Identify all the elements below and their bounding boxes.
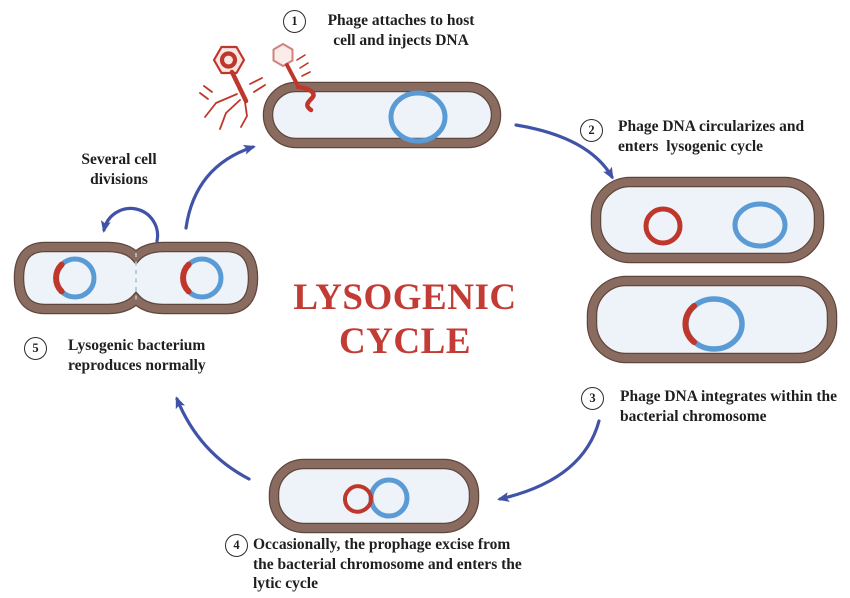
cell-divisions-line2: divisions	[90, 171, 148, 188]
step-3-text: Phage DNA integrates within the bacteria…	[620, 387, 850, 426]
cell-wall	[14, 243, 258, 313]
step-2-number-badge: 2	[580, 119, 603, 142]
cell-divisions-line1: Several cell	[81, 151, 157, 168]
phage-empty-head	[272, 43, 294, 67]
arrow-step5-to-step1	[184, 145, 256, 230]
cell-wall	[270, 460, 478, 532]
phage-leg	[240, 101, 248, 128]
step-4-line2: the bacterial chromosome and enters the	[253, 555, 522, 573]
step-2-text: Phage DNA circularizes and enters lysoge…	[618, 117, 850, 156]
step-5-line1: Lysogenic bacterium	[68, 337, 206, 354]
phage-dna-circle-icon	[643, 206, 683, 246]
attached-bacteriophage-icon	[272, 43, 316, 113]
step-5-number-badge: 5	[24, 337, 47, 360]
injected-dna-icon	[295, 84, 316, 113]
phage-fiber-marks	[296, 54, 311, 77]
step-3-number: 3	[589, 391, 596, 405]
phage-leg	[204, 93, 238, 118]
step-4-number-badge: 4	[225, 534, 248, 557]
step-2-line1: Phage DNA circularizes and	[618, 118, 805, 135]
title-line1: LYSOGENIC	[293, 277, 517, 318]
phage-fiber-marks	[199, 77, 266, 100]
cell-wall	[588, 277, 836, 362]
prophage-arc-icon	[682, 303, 697, 345]
prophage-arc-icon	[180, 261, 192, 295]
cell-wall-edge	[268, 458, 480, 534]
bacteriophage-icon	[199, 45, 266, 130]
phage-head	[212, 45, 246, 75]
step-3-number-badge: 3	[581, 387, 604, 410]
step-5-number: 5	[32, 341, 39, 355]
host-cell-step1	[262, 81, 502, 149]
prophage-arc-icon	[53, 261, 65, 295]
step-4-line1: Occasionally, the prophage excise from	[253, 536, 511, 553]
diagram-title: LYSOGENIC CYCLE	[270, 276, 540, 364]
phage-tail	[285, 63, 299, 86]
step-2-number: 2	[588, 123, 595, 137]
bacterial-chromosome-icon	[732, 201, 788, 249]
step-1-number-badge: 1	[283, 10, 306, 33]
phage-leg	[219, 99, 241, 130]
step-1-number: 1	[291, 14, 298, 28]
cell-wall-edge	[262, 81, 502, 149]
step-1-line1: Phage attaches to host	[327, 12, 475, 29]
dividing-cell-step5	[13, 241, 259, 315]
step-1-line2: cell and injects DNA	[333, 31, 469, 49]
step-1-text: Phage attaches to host cell and injects …	[316, 11, 486, 50]
arrow-step1-to-step2	[514, 123, 614, 180]
cell-wall	[592, 178, 823, 262]
host-cell-step3	[586, 275, 838, 364]
cell-divisions-annotation: Several cell divisions	[45, 150, 193, 190]
arrow-step3-to-step4	[497, 419, 601, 502]
title-line2: CYCLE	[338, 321, 472, 362]
phage-tail	[229, 69, 249, 104]
step-3-line2: bacterial chromosome	[620, 407, 767, 425]
step-3-line1: Phage DNA integrates within the	[620, 388, 837, 405]
arrow-cell-division-loop	[100, 206, 160, 243]
host-cell-step4	[268, 458, 480, 534]
cell-wall	[264, 83, 500, 147]
step-2-line2: enters lysogenic cycle	[618, 137, 764, 155]
step-4-number: 4	[233, 538, 240, 552]
excised-prophage-icon	[343, 484, 373, 514]
bacterial-chromosome-icon	[388, 90, 448, 144]
arrow-step4-to-step5	[175, 396, 251, 481]
step-4-line3: lytic cycle	[253, 575, 318, 592]
phage-dna-ring	[219, 51, 238, 69]
step-4-text: Occasionally, the prophage excise from t…	[253, 535, 583, 594]
step-5-text: Lysogenic bacterium reproduces normally	[68, 336, 268, 375]
step-5-line2: reproduces normally	[68, 356, 206, 374]
host-cell-step2	[590, 176, 825, 264]
